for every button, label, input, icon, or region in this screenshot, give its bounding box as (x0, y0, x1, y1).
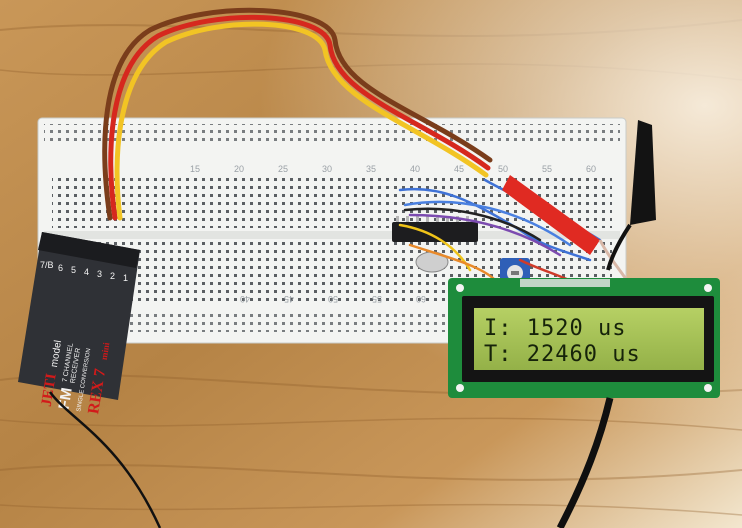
lcd-power-cable (556, 397, 614, 528)
lcd-line-1: I: 1520 us (484, 316, 626, 341)
bb-num: 30 (322, 164, 332, 174)
bb-num: 60 (416, 294, 426, 304)
bb-num: 40 (240, 294, 250, 304)
receiver-model-suffix: mini (99, 341, 112, 360)
pin-label: 3 (97, 269, 102, 279)
lcd-screen (474, 308, 704, 370)
breadboard-top-numbers: 15 20 25 30 35 40 45 50 55 60 (190, 164, 596, 174)
bb-num: 20 (234, 164, 244, 174)
pin-label: 2 (110, 271, 115, 281)
receiver-model: REX 7 (85, 367, 109, 415)
pin-label: 6 (58, 263, 63, 273)
bb-num: 45 (454, 164, 464, 174)
pin-label: 5 (71, 265, 76, 275)
bb-num: 25 (278, 164, 288, 174)
pin-label: 7/B (40, 260, 54, 270)
lcd-module: I: 1520 us T: 22460 us (448, 278, 720, 398)
bb-num: 15 (190, 164, 200, 174)
bb-num: 50 (328, 294, 338, 304)
bb-num: 55 (542, 164, 552, 174)
receiver-brand-suffix: model (49, 339, 64, 368)
black-crocodile-clip (606, 120, 656, 271)
pin-label: 4 (84, 267, 89, 277)
lcd-line-2: T: 22460 us (484, 342, 641, 367)
bb-num: 55 (372, 294, 382, 304)
servo-cable (102, 7, 493, 221)
bb-num: 35 (366, 164, 376, 174)
rc-receiver: 7/B 6 5 4 3 2 1 JETI model FM 7 CHANNEL … (18, 232, 140, 415)
bb-num: 60 (586, 164, 596, 174)
antenna-wire (48, 391, 162, 528)
receiver-pin-labels: 7/B 6 5 4 3 2 1 (40, 260, 128, 283)
bb-num: 50 (498, 164, 508, 174)
bb-num: 45 (284, 294, 294, 304)
pin-label: 1 (123, 273, 128, 283)
bb-num: 40 (410, 164, 420, 174)
